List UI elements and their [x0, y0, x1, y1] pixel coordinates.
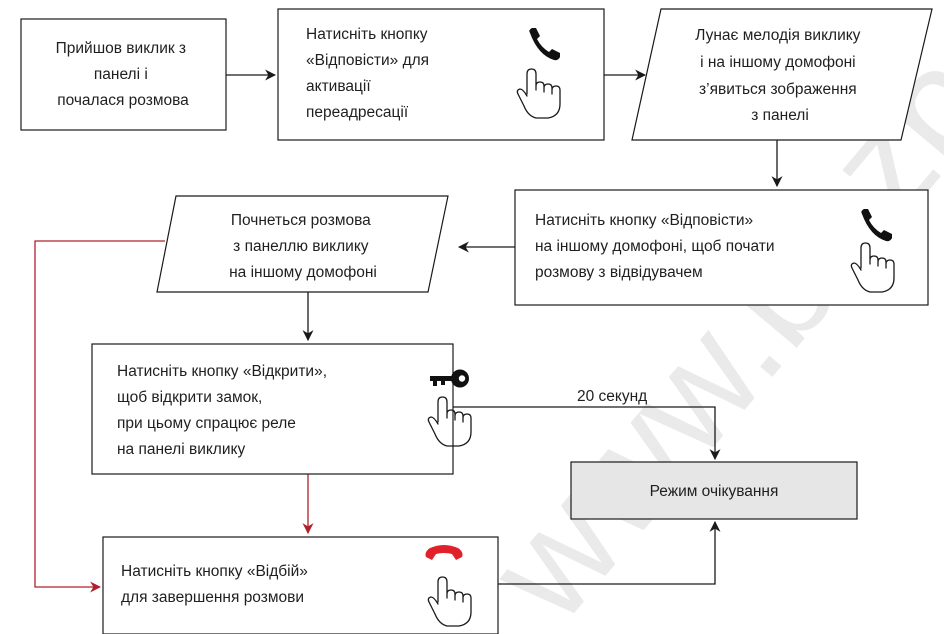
step-conversation-starts [156, 195, 449, 293]
phone-answer-icon [861, 209, 892, 242]
step-conversation-starts-label: Почнеться розмова з панеллю виклику на і… [229, 212, 377, 281]
step-incoming-call [20, 18, 227, 131]
arrow-hangup-to-standby [498, 520, 721, 585]
step-press-hangup-label: Натисніть кнопку «Відбій» для завершення… [121, 563, 312, 606]
step-melody-other-label: Лунає мелодія виклику і на іншому домофо… [695, 27, 865, 124]
key-icon [430, 369, 469, 388]
standby-mode-label: Режим очікування [650, 483, 779, 500]
step-press-open-label: Натисніть кнопку «Відкрити», щоб відкрит… [117, 363, 331, 458]
phone-answer-icon [529, 28, 560, 61]
step-press-open [91, 343, 454, 475]
step-incoming-call-label: Прийшов виклик з панелі і почалася розмо… [56, 40, 191, 109]
step-melody-other [631, 8, 933, 141]
step-press-answer-other [514, 189, 929, 306]
standby-mode [570, 461, 858, 520]
step-press-answer-forward-label: Натисніть кнопку «Відповісти» для актива… [306, 26, 433, 121]
phone-hangup-icon [425, 545, 463, 560]
timeout-label: 20 секунд [577, 388, 647, 405]
step-press-answer-other-label: Натисніть кнопку «Відповісти» на іншому … [535, 212, 779, 281]
arrow-open-to-standby [453, 406, 721, 461]
red-arrow-conversation-to-hangup [34, 240, 165, 593]
